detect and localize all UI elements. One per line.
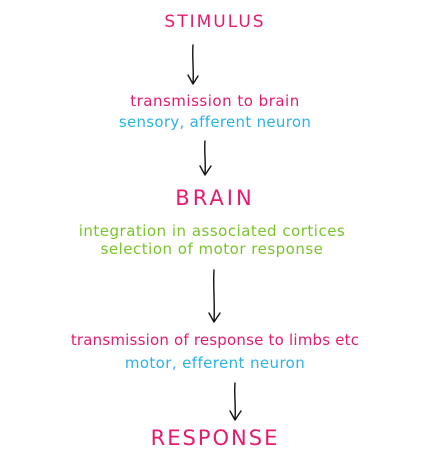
selection-label: selection of motor response [100,240,324,258]
response-label: RESPONSE [150,426,280,450]
stimulus-label: STIMULUS [164,12,266,32]
arrow-motor-to-response [229,382,242,421]
brain-label: BRAIN [175,186,255,210]
transmission-of-response-label: transmission of response to limbs etc [70,331,360,349]
arrow-selection-to-transmission [208,269,221,323]
transmission-to-brain-label: transmission to brain [130,92,300,110]
sensory-neuron-label: sensory, afferent neuron [118,113,312,131]
integration-label: integration in associated cortices [78,222,346,240]
arrow-stimulus-to-transmission [187,44,199,85]
motor-neuron-label: motor, efferent neuron [124,354,306,372]
arrow-sensory-to-brain [199,140,212,176]
